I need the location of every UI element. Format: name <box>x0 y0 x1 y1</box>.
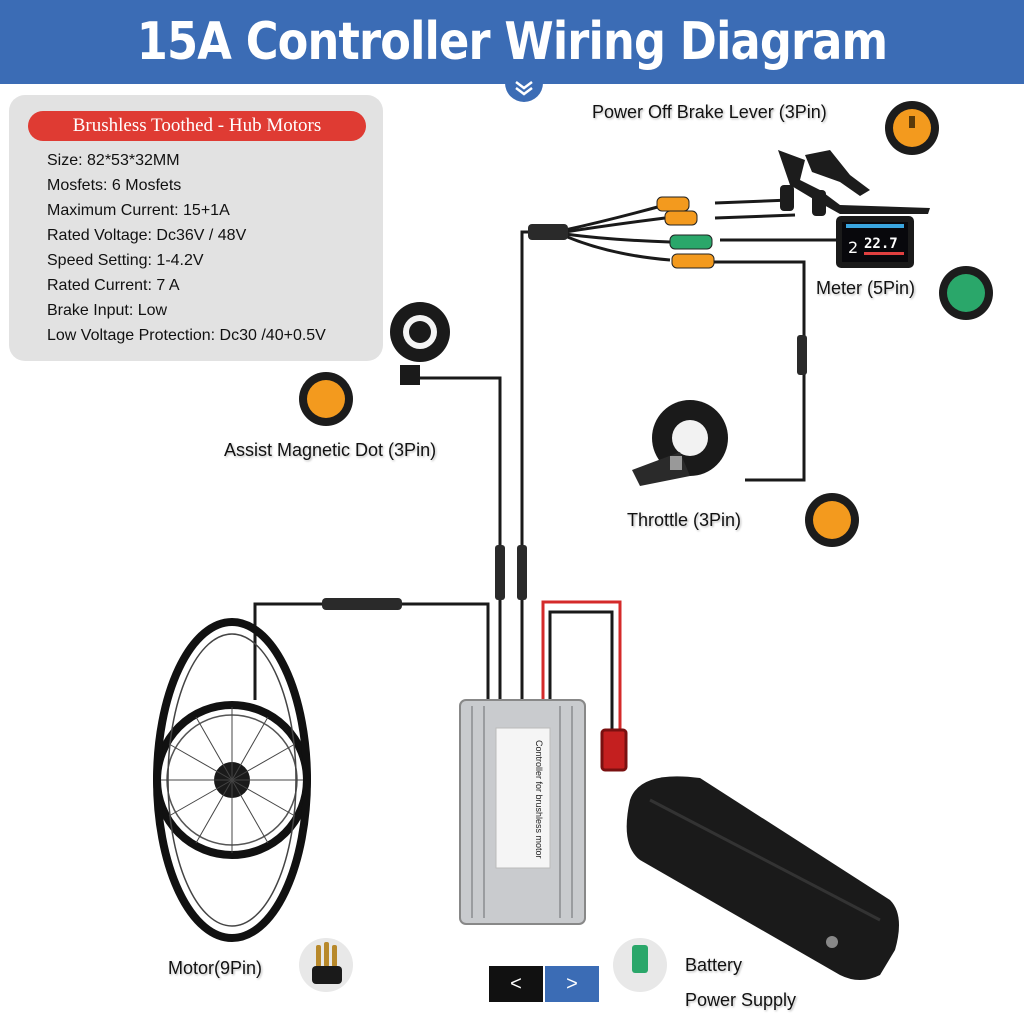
label-motor: Motor(9Pin) <box>168 958 263 978</box>
spec-low-voltage: Low Voltage Protection: Dc30 /40+0.5V <box>47 327 326 344</box>
header-banner <box>0 0 1024 84</box>
meter-speed: 22.7 <box>864 236 898 252</box>
assist-connector-icon <box>299 372 353 426</box>
harness-branch-4 <box>564 234 671 262</box>
spec-mosfets: Mosfets: 6 Mosfets <box>47 177 182 194</box>
controller-box: Controller for brushless motor <box>459 699 586 925</box>
label-throttle: Throttle (3Pin) <box>627 510 742 530</box>
controller-label: Controller for brushless motor <box>534 740 544 859</box>
spec-speed-setting: Speed Setting: 1-4.2V <box>47 252 204 269</box>
assist-sensor <box>390 302 450 385</box>
spec-list: Size: 82*53*32MM Mosfets: 6 Mosfets Maxi… <box>47 148 326 348</box>
brake-lever <box>778 150 930 216</box>
spec-size: Size: 82*53*32MM <box>47 152 180 169</box>
next-button[interactable]: > <box>545 966 599 1002</box>
harness-branch-1 <box>564 203 666 232</box>
motor-connector-icon <box>299 938 353 992</box>
label-meter: Meter (5Pin) <box>816 278 916 298</box>
label-power-supply: Power Supply <box>685 990 797 1010</box>
throttle-connector-icon <box>805 493 859 547</box>
harness-plugs <box>656 196 715 269</box>
chevron-down-icon <box>515 81 533 96</box>
brake-wire-2 <box>714 213 796 220</box>
spec-badge: Brushless Toothed - Hub Motors <box>28 111 366 141</box>
label-battery: Battery <box>685 955 743 975</box>
spec-max-current: Maximum Current: 15+1A <box>47 202 230 219</box>
spec-rated-current: Rated Current: 7 A <box>47 277 180 294</box>
throttle-grip <box>632 400 728 486</box>
harness-branch-3 <box>564 232 671 244</box>
battery-pack <box>626 776 899 980</box>
battery-wires <box>541 600 628 772</box>
brake-wire-1 <box>714 198 791 205</box>
scroll-down-chevron[interactable] <box>505 74 543 102</box>
page-title: 15A Controller Wiring Diagram <box>136 12 888 72</box>
battery-connector-icon <box>613 938 667 992</box>
label-assist: Assist Magnetic Dot (3Pin) <box>224 440 437 460</box>
inline-connectors <box>322 224 807 610</box>
harness-branch-2 <box>564 216 666 234</box>
brake-connector-icon <box>885 101 939 155</box>
spec-rated-voltage: Rated Voltage: Dc36V / 48V <box>47 227 247 244</box>
motor-wheel <box>153 701 311 859</box>
meter-connector-icon <box>939 266 993 320</box>
prev-button[interactable]: < <box>489 966 543 1002</box>
meter-level: 2 <box>848 238 858 257</box>
motor-wheel-outer <box>153 618 311 942</box>
label-brake: Power Off Brake Lever (3Pin) <box>592 102 827 122</box>
meter-display: 2 22.7 <box>836 216 914 268</box>
spec-brake-input: Brake Input: Low <box>47 302 168 319</box>
